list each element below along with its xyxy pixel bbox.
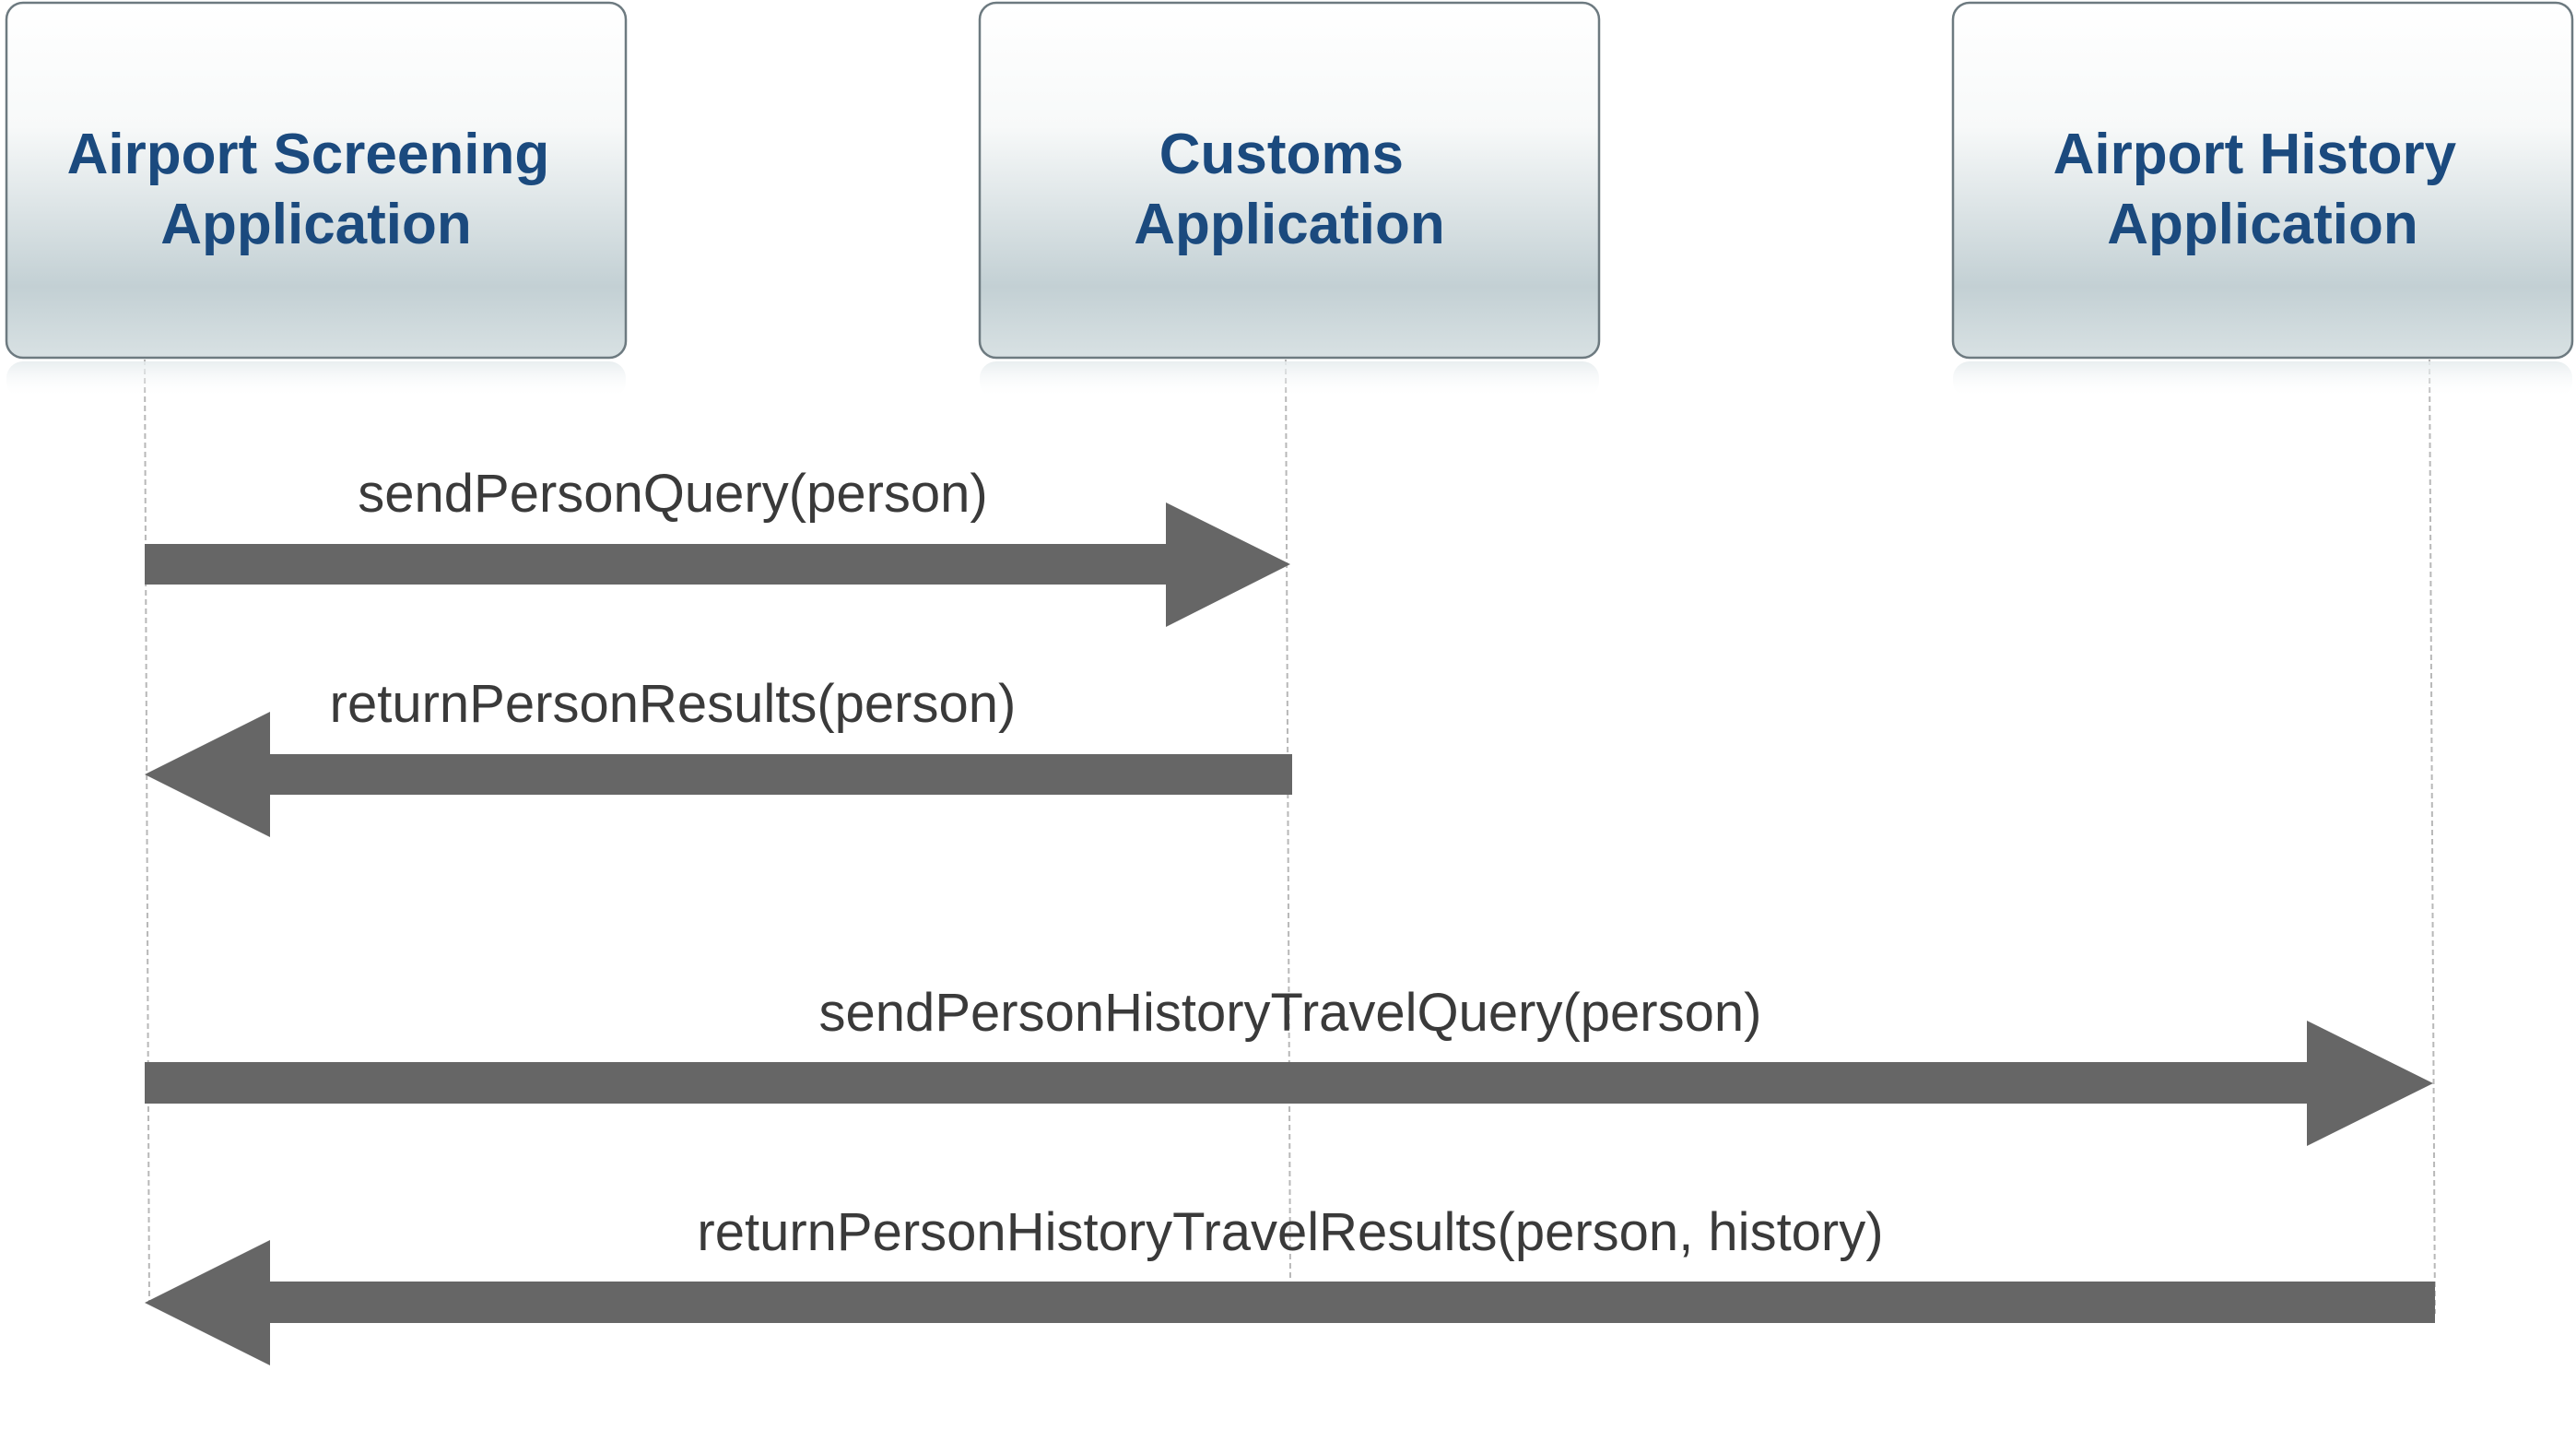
svg-text:Airport Screening Applic: Airport Screening Application [67,123,566,256]
message-send-person-history-travel-query: sendPersonHistoryTravelQuery(person) [145,983,2433,1146]
actor-history: Airport History Application [1951,1,2574,398]
lifeline-customs [1285,359,1291,1282]
message-return-person-history-travel-results: returnPersonHistoryTravelResults(person,… [145,1202,2435,1365]
arrow-left [145,712,1292,837]
actor-label-line1: Airport History [2053,123,2457,186]
actor-box-reflection [980,361,1599,398]
actor-box [978,1,1601,360]
actor-box-reflection [6,361,626,398]
lifeline-screening [144,359,150,1305]
actor-label-line2: Application [1134,193,1445,256]
actor-screening: Airport Screening Application [5,1,628,398]
actor-label-line1: Customs [1159,123,1404,186]
actor-customs: Customs Application [978,1,1601,398]
actor-box [5,1,628,360]
message-label: returnPersonHistoryTravelResults(person,… [697,1202,1883,1262]
message-label: returnPersonResults(person) [330,674,1017,734]
arrow-left [145,1240,2435,1365]
actor-label-line2: Application [160,193,472,256]
svg-text:Customs Application: Customs Application [1134,123,1445,256]
actor-box [1951,1,2574,360]
arrow-right [145,1021,2433,1146]
actor-box-reflection [1953,361,2572,398]
message-return-person-results: returnPersonResults(person) [145,674,1292,837]
arrow-right [145,502,1290,627]
svg-text:Airport History Applicat: Airport History Application [2053,123,2473,256]
lifeline-history [2429,359,2436,1315]
message-send-person-query: sendPersonQuery(person) [145,464,1290,627]
message-label: sendPersonQuery(person) [358,464,987,524]
actor-label-line2: Application [2107,193,2418,256]
actor-label-line1: Airport Screening [67,123,550,186]
message-label: sendPersonHistoryTravelQuery(person) [819,983,1762,1043]
